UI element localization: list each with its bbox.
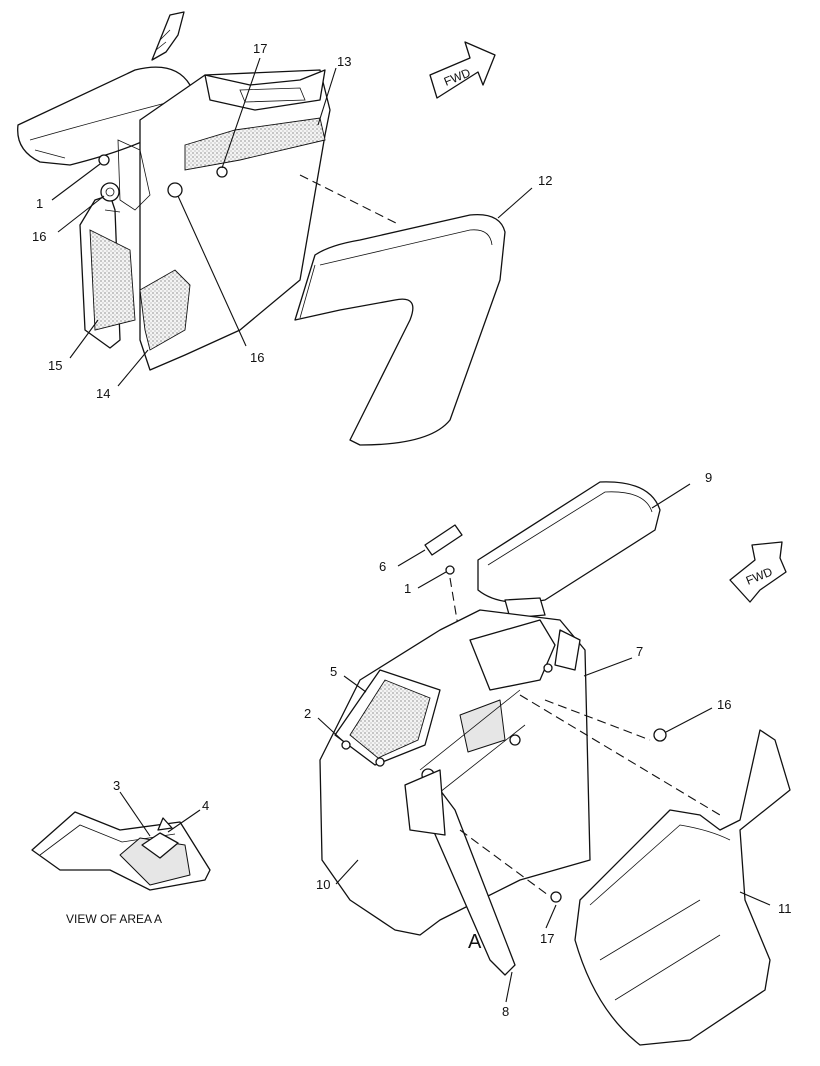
callout-2: 2 — [304, 706, 311, 721]
callout-1-bottom: 1 — [404, 581, 411, 596]
callout-15: 15 — [48, 358, 62, 373]
callout-3: 3 — [113, 778, 120, 793]
callout-7: 7 — [636, 644, 643, 659]
callout-5: 5 — [330, 664, 337, 679]
view-of-area-a-caption: VIEW OF AREA A — [66, 912, 162, 926]
callout-16-bottom: 16 — [717, 697, 731, 712]
callout-labels: 17 13 12 1 16 15 14 16 9 6 1 7 5 16 2 3 … — [32, 41, 792, 1019]
callout-12: 12 — [538, 173, 552, 188]
callout-10: 10 — [316, 877, 330, 892]
callout-1-top: 1 — [36, 196, 43, 211]
callout-9: 9 — [705, 470, 712, 485]
lower-console-assembly — [317, 481, 791, 1046]
callout-13: 13 — [337, 54, 351, 69]
callout-6: 6 — [379, 559, 386, 574]
callout-16-top-mid: 16 — [250, 350, 264, 365]
callout-16-top-left: 16 — [32, 229, 46, 244]
fwd-arrow-bottom-icon: FWD — [729, 541, 787, 603]
upper-console-assembly — [17, 11, 533, 446]
callout-4: 4 — [202, 798, 209, 813]
callout-11: 11 — [778, 901, 792, 916]
callout-17-bottom: 17 — [540, 931, 554, 946]
callout-17-top: 17 — [253, 41, 267, 56]
area-a-marker: A — [468, 931, 482, 953]
fwd-arrow-top-icon: FWD — [429, 41, 496, 99]
area-a-detail — [31, 791, 211, 891]
callout-8: 8 — [502, 1004, 509, 1019]
callout-14: 14 — [96, 386, 110, 401]
